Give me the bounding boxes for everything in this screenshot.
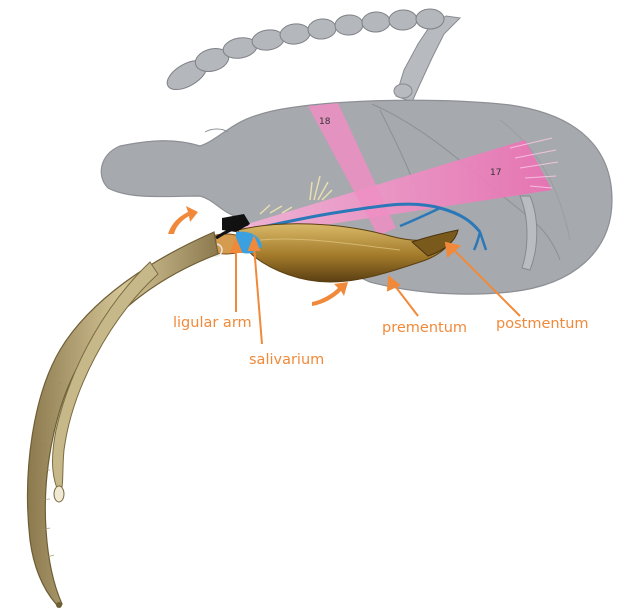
label-postmentum: postmentum bbox=[496, 316, 589, 332]
muscle-18-number: 18 bbox=[319, 117, 331, 127]
curved-arrow-top bbox=[168, 206, 198, 234]
label-prementum: prementum bbox=[382, 320, 467, 336]
antenna bbox=[162, 9, 460, 102]
curved-arrow-bottom bbox=[312, 282, 348, 306]
label-ligular-arm: ligular arm bbox=[173, 315, 252, 331]
label-salivarium: salivarium bbox=[249, 352, 324, 368]
muscle-17-number: 17 bbox=[490, 168, 501, 178]
proboscis bbox=[28, 232, 218, 608]
